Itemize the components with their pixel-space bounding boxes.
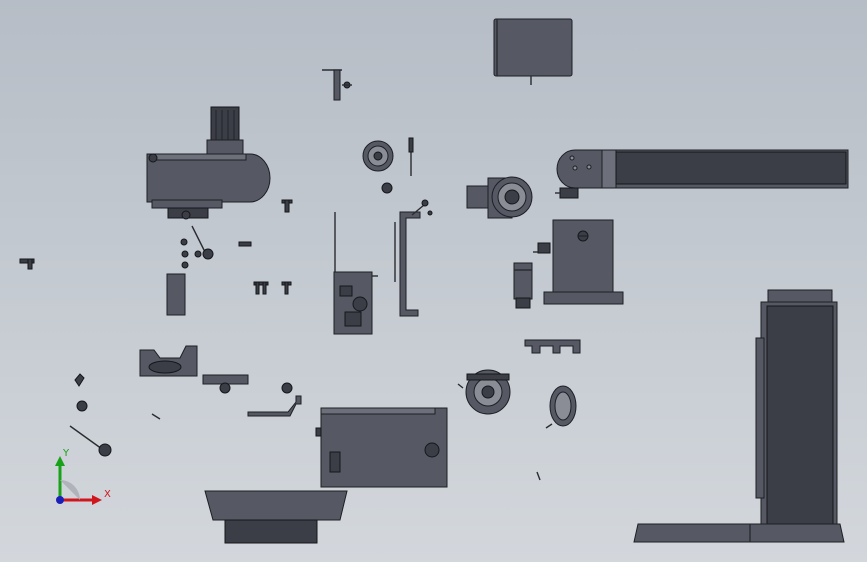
- quill-feed-assembly[interactable]: [333, 212, 378, 335]
- knob[interactable]: [281, 382, 293, 394]
- t-bolts[interactable]: [253, 281, 292, 295]
- electrical-cabinet[interactable]: [315, 407, 448, 488]
- handle-pin[interactable]: [408, 137, 414, 176]
- crank-handle[interactable]: [247, 395, 302, 417]
- overarm-beam[interactable]: [556, 149, 849, 189]
- spacer-block[interactable]: [166, 273, 186, 316]
- milling-head[interactable]: [146, 106, 271, 220]
- side-pin[interactable]: [19, 258, 35, 270]
- y-arrow-head-icon: [55, 456, 65, 466]
- ball-knob[interactable]: [381, 182, 393, 194]
- vise-jaw[interactable]: [139, 345, 198, 377]
- machine-base[interactable]: [633, 523, 845, 543]
- control-panel-box[interactable]: [493, 18, 573, 85]
- pulley-housing[interactable]: [466, 176, 533, 219]
- table-handwheel[interactable]: [545, 385, 577, 429]
- z-axis-bracket[interactable]: [394, 199, 433, 317]
- machine-column[interactable]: [755, 289, 838, 529]
- small-clamp[interactable]: [555, 187, 579, 199]
- clamp-pieces[interactable]: [74, 373, 161, 420]
- ball-lever[interactable]: [69, 425, 112, 457]
- feed-handwheel[interactable]: [362, 140, 394, 172]
- small-bolt[interactable]: [238, 241, 252, 247]
- table-rail[interactable]: [202, 374, 249, 394]
- x-arrow-head-icon: [92, 495, 102, 505]
- hex-nuts[interactable]: [180, 238, 189, 269]
- coolant-tray[interactable]: [204, 490, 348, 544]
- y-axis-label: Y: [62, 448, 70, 459]
- lead-screw-sleeve[interactable]: [513, 262, 533, 309]
- pin[interactable]: [457, 383, 464, 389]
- screw[interactable]: [536, 471, 541, 481]
- coordinate-triad: X Y: [55, 448, 111, 505]
- z-axis-dot-icon: [56, 496, 64, 504]
- bolt-t[interactable]: [281, 199, 293, 213]
- x-axis-label: X: [104, 489, 111, 500]
- gearbox-housing[interactable]: [533, 219, 624, 305]
- triad-arc: [60, 480, 80, 500]
- spindle-nose[interactable]: [465, 369, 511, 415]
- lever-bracket[interactable]: [322, 69, 352, 101]
- dovetail-slide[interactable]: [524, 339, 581, 354]
- lever-arm[interactable]: [191, 225, 214, 260]
